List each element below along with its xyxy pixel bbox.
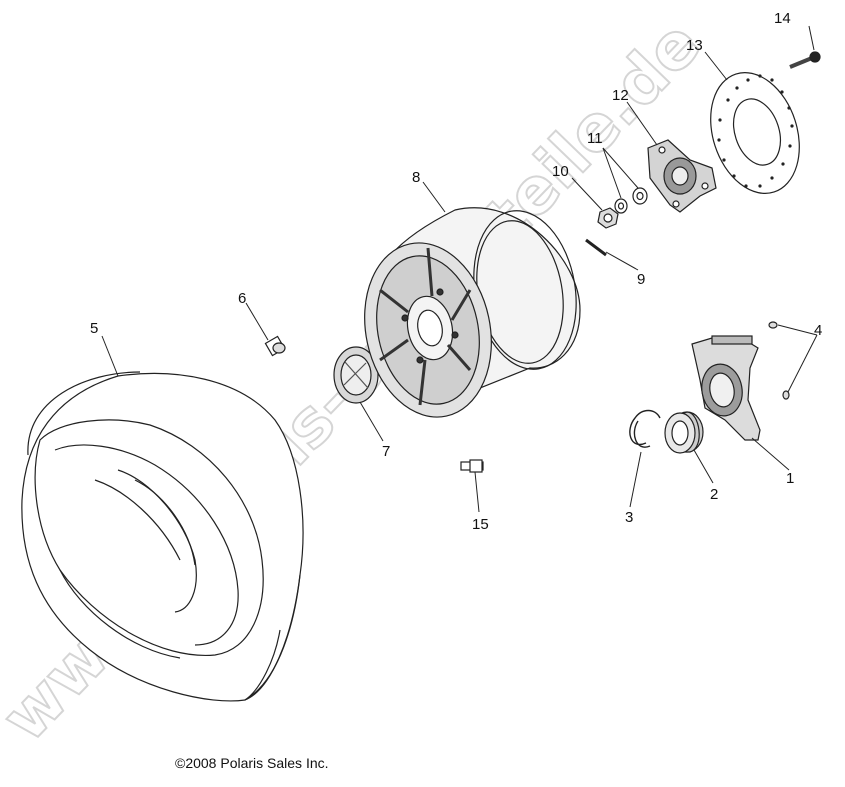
callout-1: 1 [786,470,794,487]
callout-13: 13 [686,37,703,54]
valve-stem-part [264,335,286,357]
bearing-part [664,411,704,454]
wheel-stud-part [585,238,607,257]
tire-part [21,371,304,702]
callout-labels: 1 2 3 4 5 6 7 8 9 10 11 12 13 14 15 [90,10,822,533]
callout-12: 12 [612,87,629,104]
brake-disc-part [710,72,800,194]
bolt-part [789,51,821,69]
callout-15: 15 [472,516,489,533]
callout-3: 3 [625,509,633,526]
screw-part [768,321,790,400]
callout-8: 8 [412,169,420,186]
callout-5: 5 [90,320,98,337]
hub-part [647,139,717,213]
callout-10: 10 [552,163,569,180]
center-cap-part [333,346,379,404]
lug-nut-part [597,207,619,229]
bolt-15-part [460,459,484,473]
snap-ring-part [629,409,661,448]
callout-6: 6 [238,290,246,307]
knuckle-part [691,335,761,441]
copyright-text: ©2008 Polaris Sales Inc. [175,755,329,771]
leader-lines [101,25,818,513]
callout-7: 7 [382,443,390,460]
washer-part [614,187,648,214]
callout-9: 9 [637,271,645,288]
callout-2: 2 [710,486,718,503]
callout-14: 14 [774,10,791,27]
callout-4: 4 [814,322,822,339]
callout-11: 11 [587,130,603,147]
wheel-rim-part [364,207,581,418]
